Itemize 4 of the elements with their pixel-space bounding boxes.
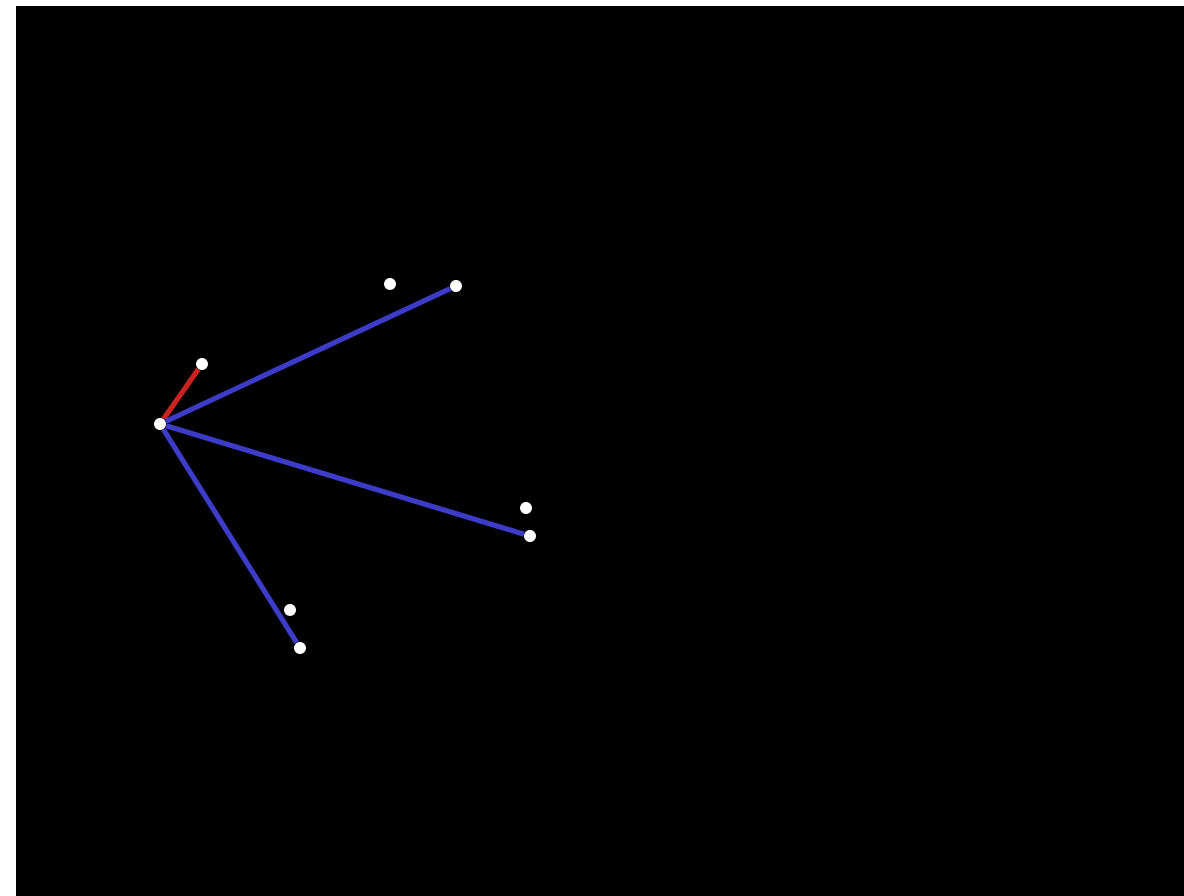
line <box>161 367 201 421</box>
line <box>161 428 299 644</box>
line <box>165 423 525 537</box>
line <box>164 286 452 424</box>
